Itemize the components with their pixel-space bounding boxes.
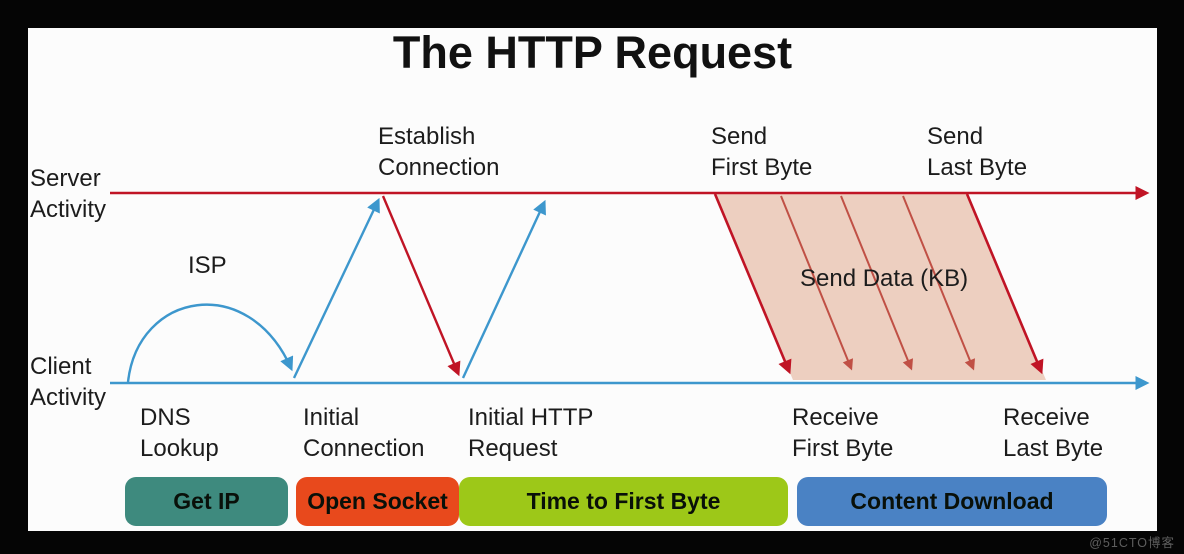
label-line: Establish: [378, 123, 476, 150]
label-initial-connection: Initial Connection: [303, 402, 424, 464]
phase-get-ip: Get IP: [125, 477, 288, 526]
label-line: Send: [711, 123, 768, 150]
label-dns-lookup: DNS Lookup: [140, 402, 219, 464]
isp-annotation: ISP: [188, 252, 227, 279]
send-data-annotation: Send Data (KB): [800, 265, 969, 292]
label-send-last-byte: Send Last Byte: [927, 121, 1027, 183]
label-line: DNS: [140, 404, 191, 431]
phase-label: Get IP: [173, 488, 240, 514]
label-receive-first-byte: Receive First Byte: [792, 402, 893, 464]
label-line: Last Byte: [927, 154, 1028, 181]
label-line: Server: [30, 165, 101, 192]
phase-open-socket: Open Socket: [296, 477, 459, 526]
phase-label: Time to First Byte: [526, 488, 721, 514]
label-initial-http-request: Initial HTTP Request: [468, 402, 593, 464]
phase-time-to-first-byte: Time to First Byte: [459, 477, 788, 526]
page-title: The HTTP Request: [392, 27, 793, 78]
client-activity-label: Client Activity: [30, 351, 106, 413]
label-line: Client: [30, 353, 92, 380]
phase-label: Content Download: [850, 488, 1054, 514]
label-line: Activity: [30, 196, 107, 223]
watermark: @51CTO博客: [1089, 536, 1175, 550]
phase-label: Open Socket: [307, 488, 448, 514]
label-line: First Byte: [711, 154, 813, 181]
label-line: Connection: [303, 435, 425, 462]
label-line: Connection: [378, 154, 500, 181]
label-line: Activity: [30, 384, 107, 411]
server-activity-label: Server Activity: [30, 163, 106, 225]
label-line: Lookup: [140, 435, 219, 462]
label-line: First Byte: [792, 435, 894, 462]
label-line: Initial HTTP: [468, 404, 594, 431]
label-send-first-byte: Send First Byte: [711, 121, 812, 183]
label-line: Send: [927, 123, 984, 150]
label-line: Receive: [1003, 404, 1090, 431]
label-line: Last Byte: [1003, 435, 1104, 462]
label-line: Request: [468, 435, 558, 462]
label-line: Receive: [792, 404, 879, 431]
phase-content-download: Content Download: [797, 477, 1107, 526]
label-line: Initial: [303, 404, 360, 431]
label-establish-connection: Establish Connection: [378, 121, 499, 183]
label-receive-last-byte: Receive Last Byte: [1003, 402, 1103, 464]
